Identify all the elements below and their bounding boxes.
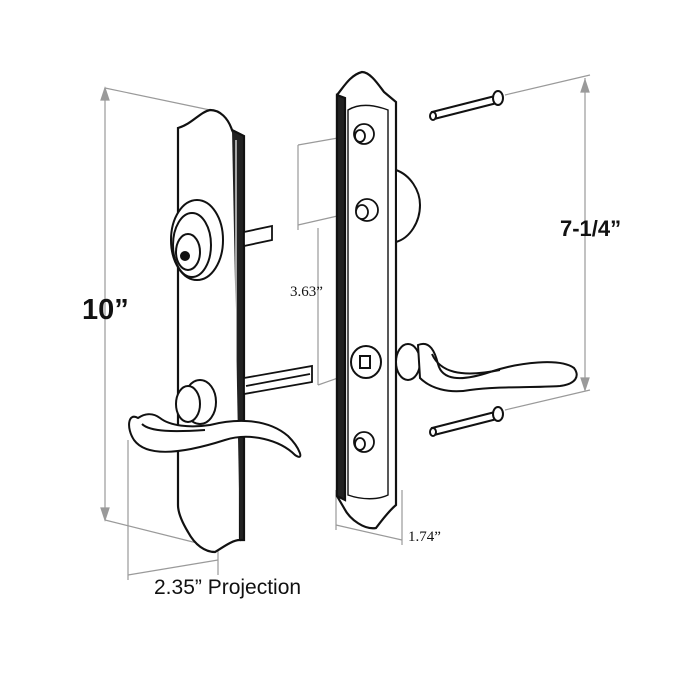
screw-bosses — [353, 123, 379, 453]
center-to-center-label: 3.63” — [290, 284, 323, 300]
exterior-trim-plate — [176, 108, 246, 554]
plate-width-label: 1.74” — [408, 529, 441, 545]
tailpiece-spindles — [243, 224, 313, 396]
interior-trim-plate — [335, 70, 398, 530]
thumbturn — [395, 168, 422, 244]
mounting-screws — [429, 90, 504, 437]
exterior-lever-handle — [128, 379, 302, 458]
projection-label: 2.35” Projection — [154, 576, 302, 599]
overall-height-label: 10” — [82, 294, 129, 326]
interior-lever-handle — [350, 342, 578, 393]
screw-spacing-label: 7-1/4” — [560, 216, 622, 241]
deadbolt-key-cylinder — [170, 199, 224, 281]
dimension-lines — [100, 74, 591, 580]
